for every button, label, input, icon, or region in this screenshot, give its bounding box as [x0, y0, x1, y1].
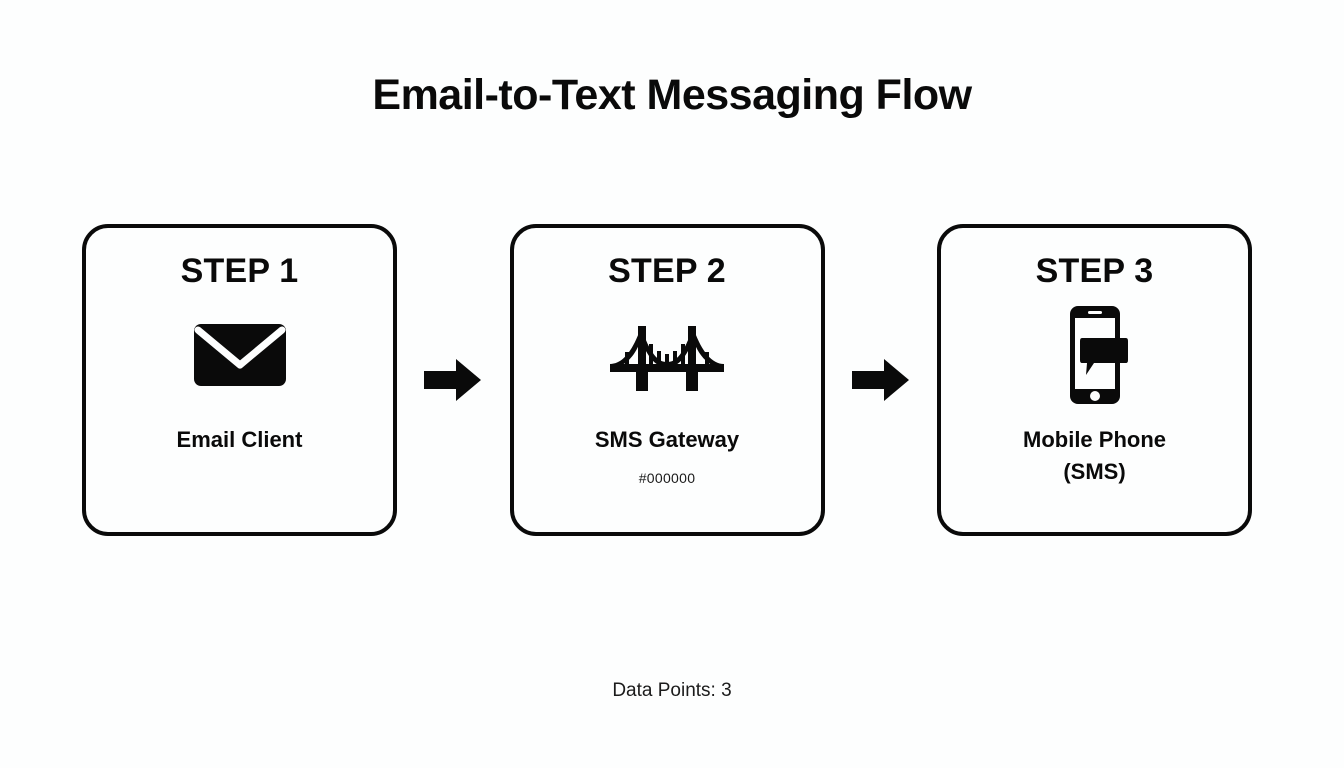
step-card-2[interactable]: STEP 2 — [509, 224, 825, 536]
step-label-2: SMS Gateway — [594, 427, 740, 452]
step-heading-1: STEP 1 — [180, 252, 299, 290]
envelope-icon — [180, 316, 300, 394]
arrow-right-icon-1 — [422, 357, 484, 403]
flow-row: STEP 1 Email Client STEP 2 — [82, 224, 1252, 536]
bridge-icon — [607, 316, 727, 394]
page-title: Email-to-Text Messaging Flow — [372, 71, 972, 119]
arrow-right-icon-2 — [850, 357, 912, 403]
step-card-1[interactable]: STEP 1 Email Client — [82, 224, 397, 536]
step-label-1: Email Client — [176, 427, 303, 452]
data-points-footer: Data Points: 3 — [612, 680, 732, 701]
step-heading-2: STEP 2 — [608, 252, 726, 290]
step-card-3[interactable]: STEP 3 Mobile Phone (SMS) — [937, 224, 1252, 536]
step-color-code-2: #000000 — [638, 469, 696, 486]
step-label-3: Mobile Phone (SMS) — [1023, 427, 1166, 484]
mobile-phone-sms-icon — [1035, 306, 1155, 404]
step-heading-3: STEP 3 — [1035, 252, 1154, 290]
